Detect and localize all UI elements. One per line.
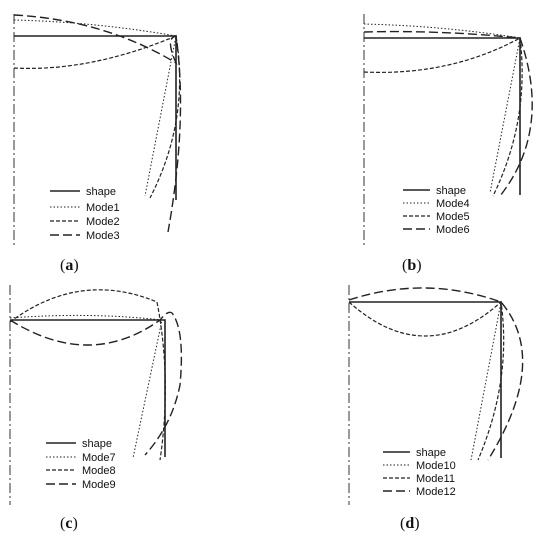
legend-label: Mode12 — [416, 486, 456, 498]
legend-label: Mode9 — [82, 479, 116, 491]
mode5-line — [363, 37, 523, 197]
panel-label: (b) — [402, 257, 422, 274]
panel-letter: a — [65, 257, 73, 274]
mode9-line — [9, 311, 183, 456]
legend-label: Mode11 — [416, 473, 455, 485]
mode10-line — [349, 301, 502, 461]
legend: shape Mode10 Mode11 Mode12 — [383, 447, 456, 498]
legend-label: Mode4 — [436, 198, 470, 210]
panel-c: shape Mode7 Mode8 Mode9 (c) — [9, 285, 183, 532]
panel-letter: c — [65, 515, 72, 532]
shape-line — [10, 319, 166, 457]
panel-a: shape Mode1 Mode2 Mode3 (a) — [13, 14, 182, 274]
legend-label: Mode10 — [416, 460, 456, 472]
legend: shape Mode4 Mode5 Mode6 — [403, 185, 470, 236]
mode12-line — [348, 287, 524, 461]
legend-label: Mode7 — [82, 452, 116, 464]
legend: shape Mode7 Mode8 Mode9 — [46, 438, 116, 491]
legend-label: Mode2 — [86, 216, 120, 228]
panel-label: (d) — [400, 515, 420, 532]
mode6-line — [363, 30, 533, 197]
shape-line — [349, 301, 502, 458]
shape-line — [364, 37, 521, 195]
mode3-line — [13, 14, 182, 233]
panel-label: (c) — [60, 515, 78, 532]
mode8-line — [9, 289, 166, 461]
legend: shape Mode1 Mode2 Mode3 — [50, 186, 120, 242]
legend-label: shape — [82, 438, 112, 450]
legend-label: Mode3 — [86, 230, 120, 242]
panel-letter: d — [405, 515, 414, 532]
mode2-line — [13, 35, 181, 199]
mode7-line — [9, 314, 163, 459]
legend-label: Mode6 — [436, 224, 470, 236]
shape-line — [14, 35, 177, 200]
legend-label: Mode1 — [86, 202, 120, 214]
legend-label: shape — [436, 185, 466, 197]
mode1-line — [13, 19, 177, 197]
mode11-line — [348, 300, 505, 461]
panel-label: (a) — [60, 257, 79, 274]
legend-label: shape — [86, 186, 116, 198]
panel-letter: b — [407, 257, 416, 274]
legend-label: shape — [416, 447, 446, 459]
panel-d: shape Mode10 Mode11 Mode12 (d) — [348, 285, 524, 532]
panel-b: shape Mode4 Mode5 Mode6 (b) — [363, 14, 533, 274]
legend-label: Mode5 — [436, 211, 470, 223]
legend-label: Mode8 — [82, 465, 116, 477]
